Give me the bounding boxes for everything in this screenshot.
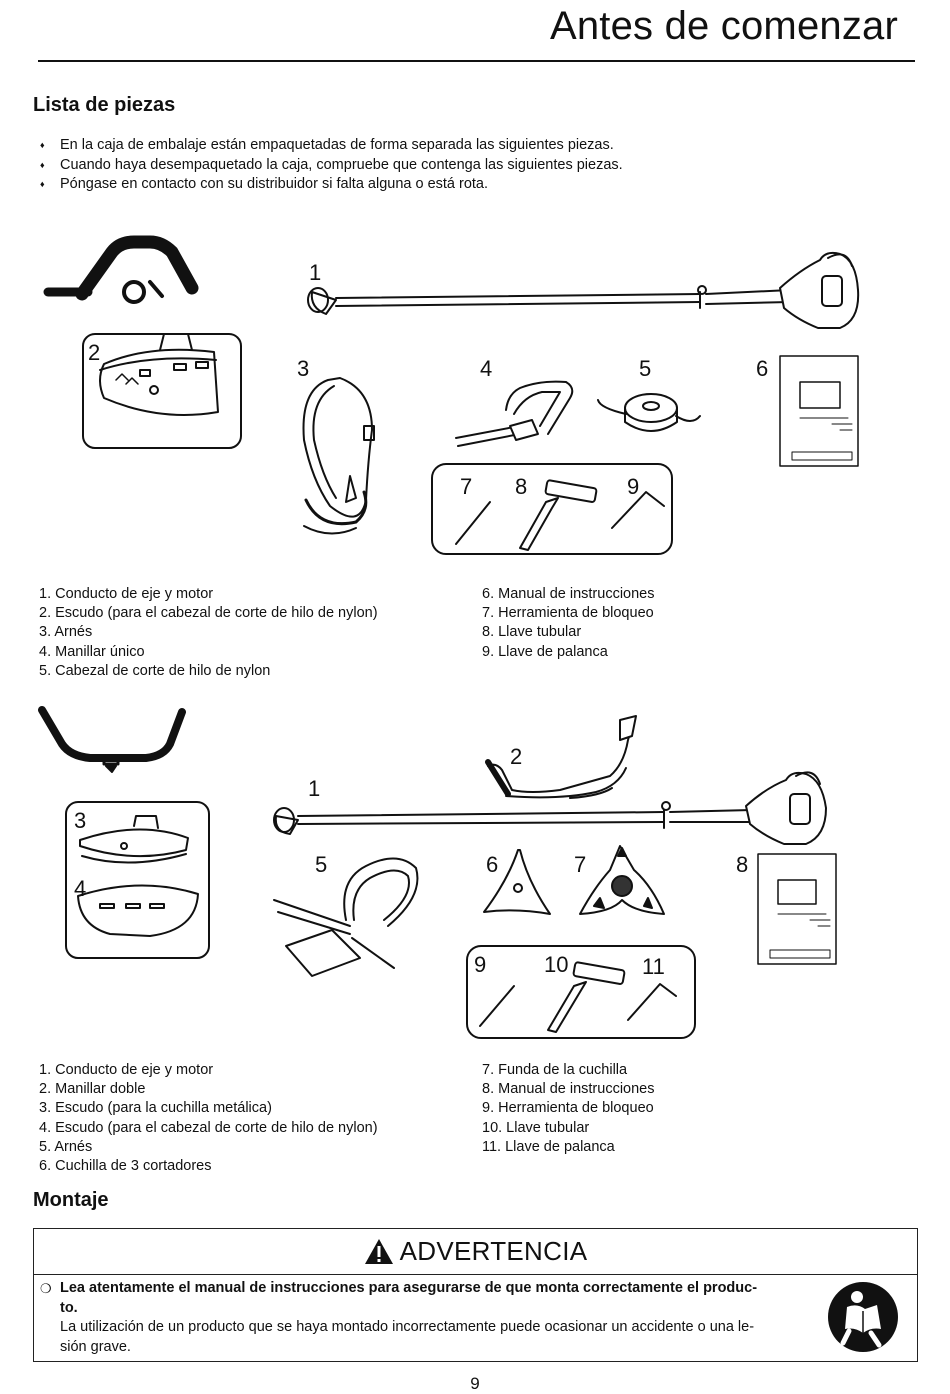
legend-item: 1. Conducto de eje y motor xyxy=(39,586,214,602)
locking-tool-icon xyxy=(455,501,491,545)
three-cutter-blade-icon xyxy=(483,849,551,915)
warning-body: ❍ Lea atentamente el manual de instrucci… xyxy=(40,1279,815,1357)
kit2-number: 5 xyxy=(315,852,327,877)
intro-bullet: En la caja de embalaje están empaquetada… xyxy=(40,136,623,156)
kit2-tools-box xyxy=(466,945,696,1039)
legend-item: 9. Llave de palanca xyxy=(482,643,608,660)
intro-bullet: Póngase en contacto con su distribuidor … xyxy=(40,175,623,195)
kit1-legend-right: 6. Manual de instrucciones 7. Herramient… xyxy=(482,585,655,662)
legend-item: 7. Funda de la cuchilla xyxy=(482,1062,628,1078)
kit1-number: 4 xyxy=(480,356,492,381)
section-heading-parts: Lista de piezas xyxy=(33,94,176,116)
legend-item: 2. Manillar doble xyxy=(39,1081,146,1098)
kit2-illustration: 1 2 3 4 5 6 7 8 9 10 11 xyxy=(38,706,837,1039)
legend-item: 5. Arnés xyxy=(39,1138,93,1155)
kit1-number: 9 xyxy=(627,474,639,499)
single-handle-assembly-icon xyxy=(455,380,574,447)
legend-item: 9. Herramienta de bloqueo xyxy=(482,1100,654,1117)
legend-item: 10. Llave tubular xyxy=(482,1119,590,1136)
read-manual-icon xyxy=(828,1282,898,1352)
kit2-number: 9 xyxy=(474,952,486,977)
kit1-number: 1 xyxy=(309,260,321,285)
kit1-illustration: 1 2 3 4 5 6 7 8 9 xyxy=(43,235,860,555)
warning-bold-line: to. xyxy=(60,1299,78,1316)
shaft-engine-part-icon xyxy=(307,251,860,329)
socket-wrench-icon xyxy=(519,479,598,551)
kit2-number: 2 xyxy=(510,744,522,769)
legend-item: 2. Escudo (para el cabezal de corte de h… xyxy=(39,605,378,622)
kit1-number: 7 xyxy=(460,474,472,499)
kit1-number-labels: 1 2 3 4 5 6 7 8 9 xyxy=(88,260,768,499)
legend-item: 7. Herramienta de bloqueo xyxy=(482,605,654,622)
header-rule xyxy=(38,60,915,62)
legend-item: 6. Cuchilla de 3 cortadores xyxy=(39,1158,212,1175)
section-heading-assembly: Montaje xyxy=(33,1189,109,1211)
legend-item: 4. Escudo (para el cabezal de corte de h… xyxy=(39,1119,378,1136)
kit1-shield-box xyxy=(82,333,242,449)
kit1-number: 2 xyxy=(88,340,100,365)
kit1-legend-left: 1. Conducto de eje y motor 2. Escudo (pa… xyxy=(39,585,378,681)
shaft-engine-part-icon xyxy=(273,771,827,845)
legend-item: 11. Llave de palanca xyxy=(482,1138,615,1155)
legend-item: 1. Conducto de eje y motor xyxy=(39,1062,214,1078)
socket-wrench-icon xyxy=(547,961,626,1033)
legend-item: 8. Llave tubular xyxy=(482,624,582,641)
kit2-legend-right: 7. Funda de la cuchilla 8. Manual de ins… xyxy=(482,1061,655,1157)
warning-header: ADVERTENCIA xyxy=(34,1229,917,1275)
kit2-number-labels: 1 2 3 4 5 6 7 8 9 10 11 xyxy=(74,744,748,979)
kit2-number: 1 xyxy=(308,776,320,801)
locking-tool-icon xyxy=(479,985,515,1027)
legend-item: 4. Manillar único xyxy=(39,643,145,660)
nylon-head-shield-icon xyxy=(77,884,199,937)
intro-bullet: Cuando haya desempaquetado la caja, comp… xyxy=(40,156,623,176)
warning-instruction: ❍ Lea atentamente el manual de instrucci… xyxy=(40,1279,815,1318)
warning-bold-line: Lea atentamente el manual de instruccion… xyxy=(60,1280,758,1296)
kit2-number: 3 xyxy=(74,808,86,833)
kit2-number: 4 xyxy=(74,876,86,901)
kit2-number: 11 xyxy=(642,954,665,979)
legend-item: 8. Manual de instrucciones xyxy=(482,1081,655,1098)
lever-wrench-icon xyxy=(611,491,665,529)
page-number: 9 xyxy=(470,1374,480,1393)
legend-item: 3. Arnés xyxy=(39,624,93,641)
kit2-number: 7 xyxy=(574,852,586,877)
manual-part-icon xyxy=(779,355,859,467)
kit1-number: 8 xyxy=(515,474,527,499)
warning-text-line: La utilización de un producto que se hay… xyxy=(60,1319,755,1335)
legend-item: 5. Cabezal de corte de hilo de nylon xyxy=(39,662,271,679)
warning-triangle-icon xyxy=(364,1239,393,1264)
blade-cover-icon xyxy=(579,845,665,915)
shield-part-icon xyxy=(99,333,219,416)
kit1-number: 3 xyxy=(297,356,309,381)
kit2-legend-left: 1. Conducto de eje y motor 2. Manillar d… xyxy=(39,1061,378,1176)
intro-bullet-list: En la caja de embalaje están empaquetada… xyxy=(40,136,623,195)
nylon-head-part-icon xyxy=(597,393,701,432)
warning-box: ADVERTENCIA ❍ Lea atentamente el manual … xyxy=(33,1228,918,1362)
circle-bullet-icon: ❍ xyxy=(40,1281,52,1296)
harness-part-icon xyxy=(273,857,419,977)
warning-text-line: sión grave. xyxy=(60,1338,131,1355)
page-title: Antes de comenzar xyxy=(549,4,898,48)
kit2-shield-box xyxy=(65,801,210,959)
metal-blade-shield-icon xyxy=(79,815,189,864)
single-handle-part-icon xyxy=(43,235,199,304)
harness-part-icon xyxy=(302,377,375,535)
legend-item: 6. Manual de instrucciones xyxy=(482,586,655,602)
warning-title: ADVERTENCIA xyxy=(399,1236,588,1266)
kit1-tools-box xyxy=(431,463,673,555)
kit2-number: 10 xyxy=(544,952,568,977)
legend-item: 3. Escudo (para la cuchilla metálica) xyxy=(39,1100,272,1117)
manual-part-icon xyxy=(757,853,837,965)
kit1-number: 5 xyxy=(639,356,651,381)
kit1-number: 6 xyxy=(756,356,768,381)
double-handle-part-icon xyxy=(485,715,637,799)
kit2-number: 6 xyxy=(486,852,498,877)
kit2-number: 8 xyxy=(736,852,748,877)
lever-wrench-icon xyxy=(627,983,677,1021)
double-handle-bar-icon xyxy=(38,706,186,773)
